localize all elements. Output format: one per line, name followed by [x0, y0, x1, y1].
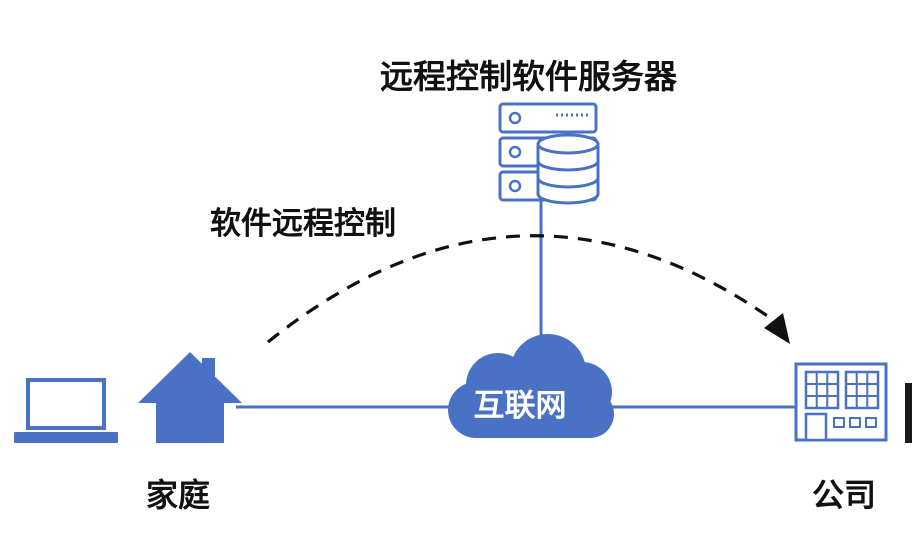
- edge-strip: [905, 383, 912, 443]
- cloud-icon: [448, 334, 614, 438]
- method-label: 软件远程控制: [210, 206, 396, 242]
- home-label: 家庭: [146, 476, 211, 514]
- house-icon: [138, 352, 242, 443]
- database-icon: [536, 133, 600, 205]
- internet-label: 互联网: [473, 388, 567, 424]
- office-building-icon: [794, 362, 888, 442]
- arrowhead: [764, 313, 790, 344]
- remote-control-arc: [266, 234, 777, 344]
- office-label: 公司: [812, 476, 877, 514]
- server-label: 远程控制软件服务器: [380, 57, 677, 96]
- laptop-icon: [14, 378, 118, 443]
